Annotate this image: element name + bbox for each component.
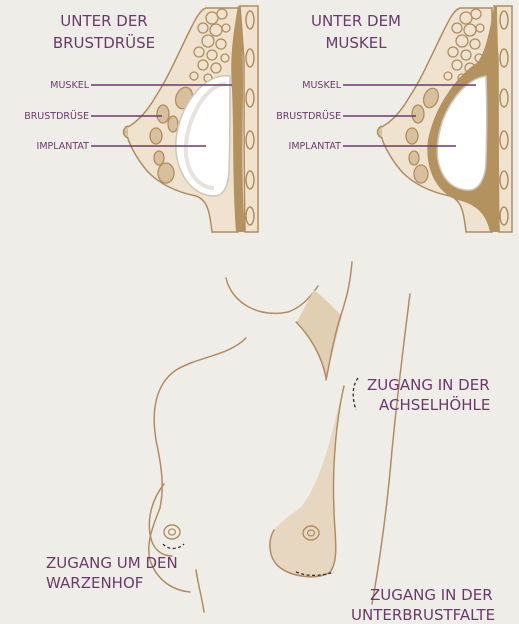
label-access-fold-line1: ZUGANG IN DER — [370, 586, 493, 604]
incision-areola — [163, 544, 184, 549]
label-muscle: MUSKEL — [50, 80, 89, 91]
label-access-fold-line2: UNTERBRUSTFALTE — [351, 606, 495, 624]
label-access-armpit-line1: ZUGANG IN DER — [367, 376, 490, 394]
nipple — [124, 126, 129, 138]
panel-title-line2: BRUSTDRÜSE — [53, 33, 155, 52]
label-implant: IMPLANTAT — [289, 141, 342, 152]
torso-illustration: ZUGANG IN DER ACHSELHÖHLE ZUGANG UM DEN … — [46, 262, 495, 624]
label-implant: IMPLANTAT — [37, 141, 90, 152]
label-access-areola-line2: WARZENHOF — [46, 574, 143, 592]
panel-title-line1: UNTER DEM — [311, 12, 401, 30]
panel-submuscular: UNTER DEM MUSKEL MUSKEL — [276, 6, 512, 232]
label-gland: BRUSTDRÜSE — [276, 111, 341, 122]
panel-subglandular: UNTER DER BRUSTDRÜSE — [24, 6, 258, 232]
label-access-areola-line1: ZUGANG UM DEN — [46, 554, 178, 572]
label-muscle: MUSKEL — [302, 80, 341, 91]
torso-side-outline — [372, 294, 410, 604]
panel-title-line2: MUSKEL — [325, 34, 387, 52]
panel-title-line1: UNTER DER — [60, 12, 147, 30]
nipple — [378, 126, 383, 138]
label-access-armpit-line2: ACHSELHÖHLE — [379, 395, 490, 414]
raised-arm-outline — [226, 278, 318, 313]
left-areola — [164, 525, 180, 539]
incision-armpit — [353, 378, 358, 410]
label-gland: BRUSTDRÜSE — [24, 111, 89, 122]
left-breast-outline — [149, 484, 172, 556]
